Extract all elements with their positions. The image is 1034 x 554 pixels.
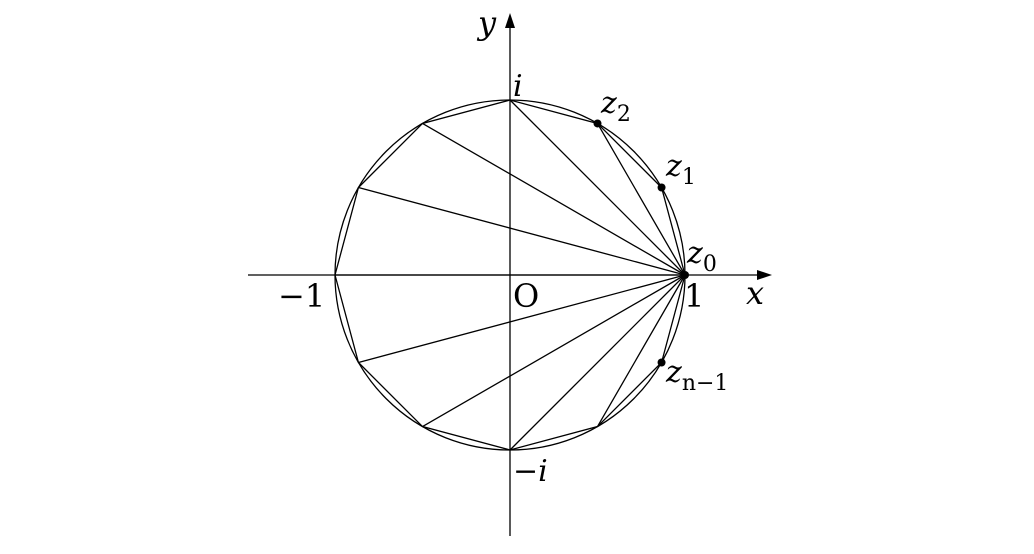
chord-z0-z9 xyxy=(509,274,686,451)
z2-subscript: 2 xyxy=(617,102,631,127)
chord-z0-z4 xyxy=(422,122,686,276)
neg-one-label: −1 xyxy=(278,277,325,315)
x-axis-label: x xyxy=(746,274,764,312)
x-axis-arrowhead xyxy=(757,270,772,280)
z1-label: z1 xyxy=(665,149,696,190)
chord-z0-z8 xyxy=(422,274,686,428)
point-z1 xyxy=(657,183,666,192)
point-z0 xyxy=(681,271,689,279)
z1-base: z xyxy=(665,149,682,184)
z0-label: z0 xyxy=(686,236,717,277)
chord-z0-z7 xyxy=(358,274,686,364)
point-z2 xyxy=(593,119,602,128)
z2-label: z2 xyxy=(600,86,631,127)
zn-minus-1-label: zn−1 xyxy=(665,355,728,396)
imag-unit-label: i xyxy=(513,69,523,104)
z0-subscript: 0 xyxy=(703,252,717,277)
chords-from-z0 xyxy=(335,99,686,451)
y-axis-label: y xyxy=(476,4,497,42)
neg-imag-unit-label: −i xyxy=(513,454,548,489)
chord-z0-z2 xyxy=(596,123,686,276)
chord-z0-z5 xyxy=(358,186,686,276)
marked-points xyxy=(593,119,689,367)
point-zn-minus-1 xyxy=(657,358,666,367)
chord-z0-z3 xyxy=(509,99,686,276)
z1-subscript: 1 xyxy=(682,165,696,190)
zn-minus-1-base: z xyxy=(665,355,682,390)
z0-base: z xyxy=(686,236,703,271)
origin-label: O xyxy=(513,277,539,315)
one-label: 1 xyxy=(684,277,704,315)
zn-minus-1-subscript: n−1 xyxy=(682,371,729,396)
y-axis-arrowhead xyxy=(505,13,515,28)
z2-base: z xyxy=(600,86,617,121)
chord-z0-z10 xyxy=(596,274,686,427)
